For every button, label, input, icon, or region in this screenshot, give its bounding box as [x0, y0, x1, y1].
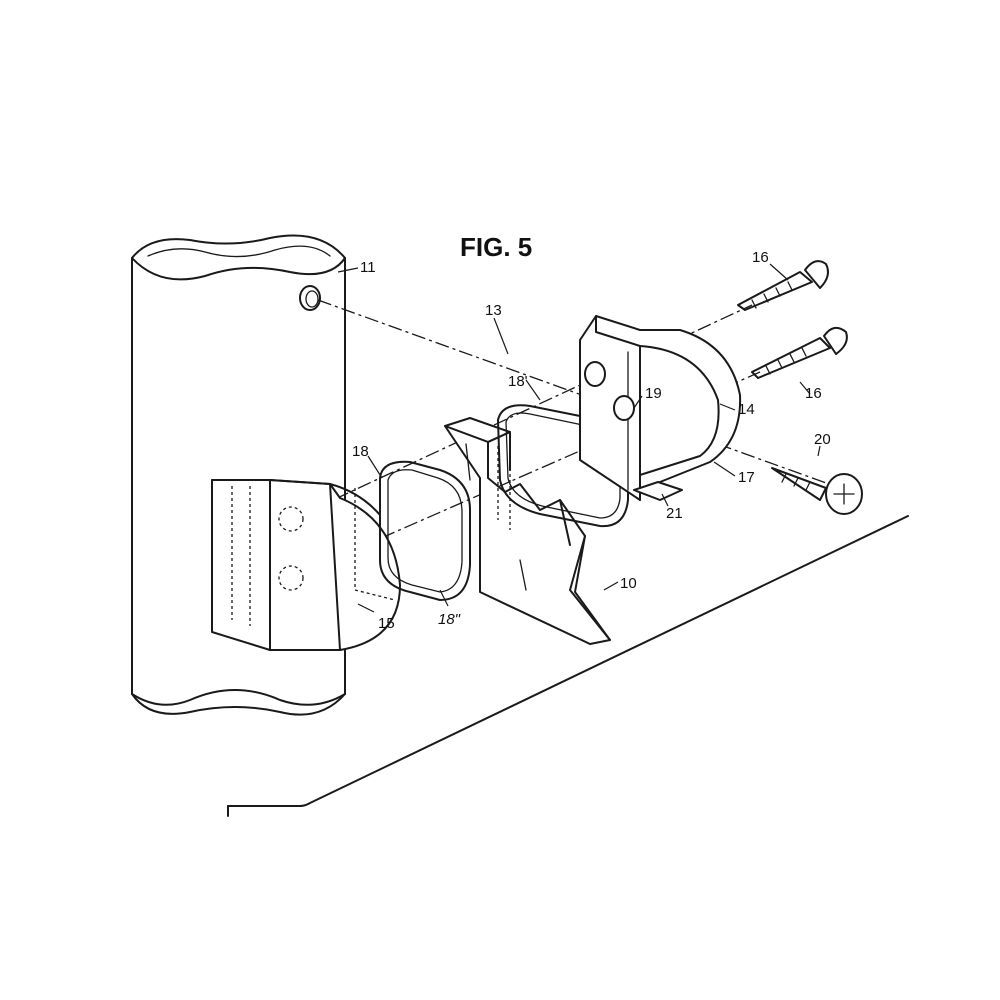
label-bracket-left: 15: [378, 615, 395, 632]
left-gasket: [354, 460, 471, 601]
leader-lines: [337, 263, 821, 613]
label-screw-mid: 16: [805, 385, 822, 402]
right-bracket: [579, 315, 742, 501]
figure-title: FIG. 5: [460, 232, 532, 262]
label-pole: 11: [360, 259, 376, 276]
label-gasket-right: 18': [508, 373, 528, 390]
label-screw-top: 16: [752, 249, 769, 266]
label-hole: 19: [645, 385, 662, 402]
center-block: [444, 417, 611, 645]
screw-middle: [751, 326, 848, 379]
table-surface: [227, 515, 909, 817]
label-gasket-left: 18: [352, 443, 369, 460]
screw-upper: [737, 260, 829, 311]
left-bracket: [211, 479, 401, 651]
label-bracket-right: 14: [738, 401, 755, 418]
label-assembly: 13: [485, 302, 502, 319]
label-screw-small: 20: [814, 431, 831, 448]
label-gasket-lower: 18": [438, 611, 461, 628]
label-block: 10: [620, 575, 637, 592]
label-tab: 21: [666, 505, 683, 522]
screw-small: [771, 467, 863, 515]
label-edge: 17: [738, 469, 755, 486]
